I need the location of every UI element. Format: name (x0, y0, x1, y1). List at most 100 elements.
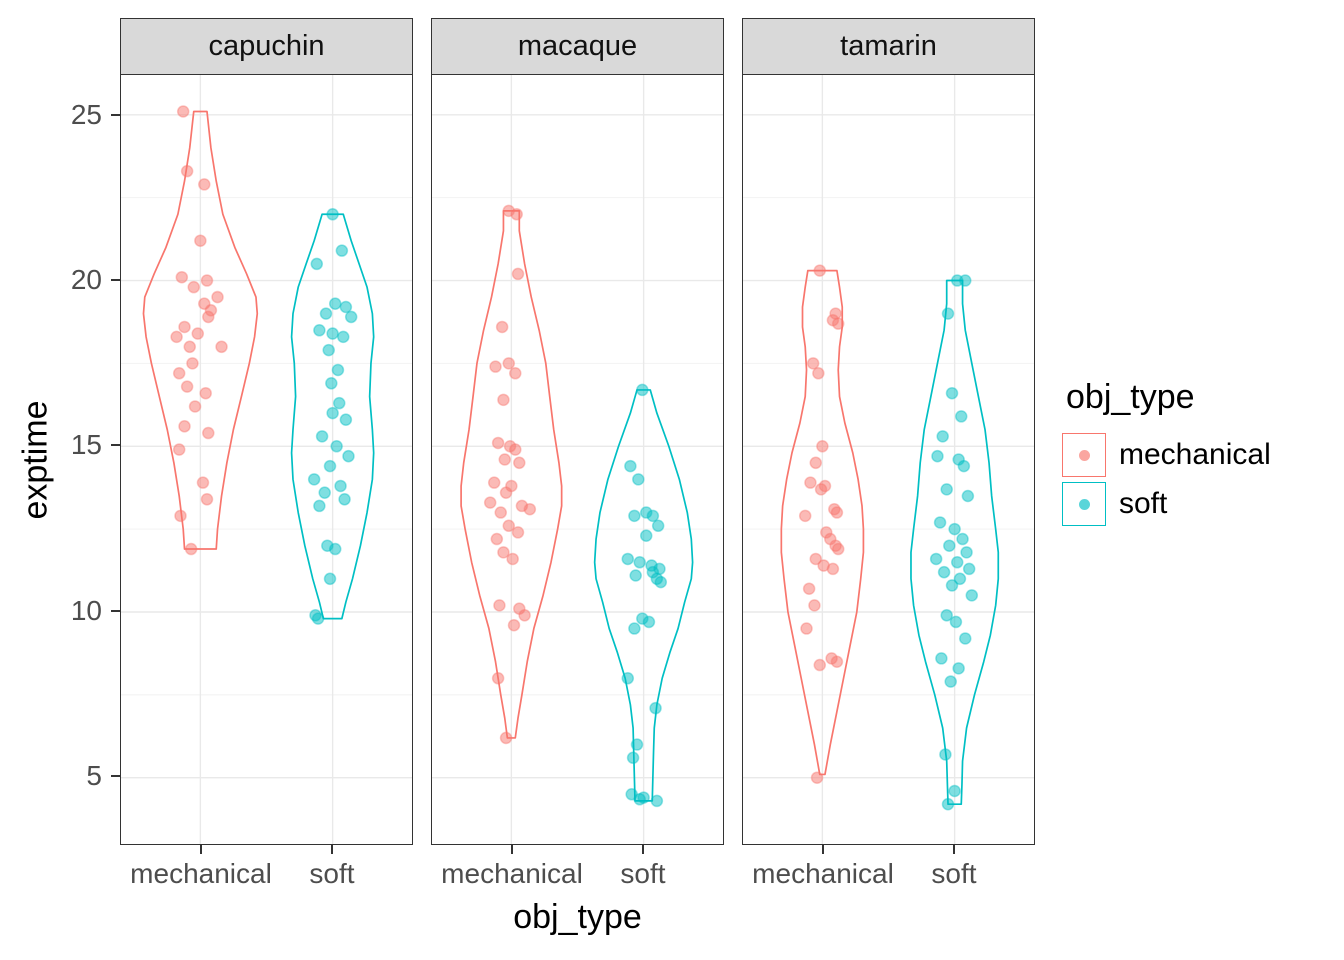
data-point-capuchin-soft (323, 459, 337, 473)
data-point-capuchin-soft (326, 327, 339, 340)
y-tick-label: 25 (70, 98, 102, 130)
data-point-capuchin-soft (339, 413, 353, 426)
data-point-capuchin-mechanical (199, 386, 212, 400)
data-point-capuchin-soft (328, 297, 342, 310)
legend-label-soft: soft (1119, 487, 1168, 520)
data-point-macaque-soft (621, 672, 635, 685)
legend-title: obj_type (1066, 378, 1195, 416)
data-point-macaque-mechanical (513, 456, 526, 470)
data-point-capuchin-mechanical (196, 476, 210, 489)
y-tick-mark (111, 279, 120, 281)
data-point-macaque-soft (632, 473, 645, 486)
legend-label-mechanical: mechanical (1119, 438, 1271, 471)
y-tick-mark (111, 774, 120, 777)
data-point-tamarin-soft (950, 556, 964, 569)
data-point-macaque-soft (626, 751, 640, 765)
data-point-capuchin-mechanical (183, 340, 197, 354)
data-point-tamarin-soft (931, 449, 944, 463)
data-point-macaque-mechanical (490, 532, 504, 546)
data-point-tamarin-soft (962, 562, 976, 576)
x-tick-label-mechanical: mechanical (441, 858, 583, 889)
data-point-tamarin-soft (948, 784, 961, 798)
facet-panel-tamarin (742, 75, 1035, 845)
x-tick-mark (331, 845, 333, 854)
facet-macaque: macaque mechanical soft (431, 18, 724, 889)
data-point-macaque-mechanical (494, 506, 508, 519)
data-point-macaque-mechanical (487, 476, 501, 489)
x-axis-title: obj_type (513, 898, 642, 936)
data-point-capuchin-soft (322, 343, 335, 357)
data-point-macaque-mechanical (507, 618, 521, 632)
data-point-capuchin-soft (332, 396, 346, 410)
data-point-tamarin-soft (949, 615, 963, 629)
data-point-capuchin-soft (330, 439, 343, 453)
data-point-capuchin-soft (338, 493, 351, 506)
x-tick-mark (822, 845, 824, 854)
data-point-tamarin-soft (956, 532, 969, 546)
data-point-capuchin-soft (311, 612, 325, 625)
data-point-tamarin-mechanical (826, 562, 840, 576)
y-tick-label: 10 (70, 594, 102, 626)
data-point-tamarin-soft (937, 565, 951, 579)
x-tick-label-soft: soft (620, 858, 666, 889)
legend-dot-mechanical (1078, 449, 1090, 461)
data-point-macaque-mechanical (511, 267, 525, 281)
x-tick-mark (953, 845, 955, 854)
facet-panel-macaque (431, 75, 724, 845)
data-point-macaque-soft (630, 738, 644, 751)
data-point-tamarin-soft (952, 662, 965, 675)
data-point-capuchin-mechanical (200, 493, 214, 506)
panel-canvas-capuchin (121, 75, 412, 844)
data-point-capuchin-soft (319, 307, 333, 320)
data-point-macaque-soft (654, 575, 668, 589)
data-point-macaque-mechanical (510, 207, 523, 221)
facet-strip-capuchin: capuchin (120, 18, 413, 75)
panel-canvas-tamarin (743, 75, 1034, 844)
data-point-capuchin-soft (326, 207, 339, 221)
data-point-capuchin-mechanical (180, 380, 194, 393)
data-point-capuchin-soft (313, 499, 326, 513)
data-point-tamarin-mechanical (813, 264, 827, 277)
data-point-macaque-soft (624, 459, 637, 473)
data-point-tamarin-mechanical (802, 582, 816, 596)
data-point-capuchin-soft (313, 323, 326, 337)
data-point-capuchin-mechanical (184, 542, 198, 556)
facet-panels: capuchin mechanical soft macaque (120, 18, 1035, 889)
data-point-tamarin-soft (958, 632, 972, 645)
y-tick-label: 15 (70, 429, 102, 461)
x-tick-label-soft: soft (309, 858, 355, 889)
x-tick-label-mechanical: mechanical (130, 858, 272, 889)
data-point-tamarin-mechanical (814, 483, 828, 496)
data-point-capuchin-mechanical (170, 330, 183, 344)
data-point-capuchin-mechanical (198, 178, 211, 191)
legend-key-mechanical (1062, 433, 1106, 477)
x-axis-ticks: mechanical soft (742, 845, 1035, 915)
data-point-tamarin-mechanical (810, 771, 824, 784)
legend: obj_type mechanical soft (1062, 378, 1271, 531)
data-point-capuchin-soft (342, 449, 355, 463)
data-point-capuchin-mechanical (187, 280, 201, 294)
data-point-capuchin-mechanical (180, 164, 194, 178)
data-point-capuchin-mechanical (202, 310, 215, 324)
data-point-tamarin-soft (960, 546, 973, 559)
data-point-tamarin-soft (943, 539, 956, 552)
data-point-tamarin-soft (940, 483, 953, 496)
panel-canvas-macaque (432, 75, 723, 844)
data-point-macaque-soft (628, 509, 641, 523)
data-point-tamarin-mechanical (813, 658, 827, 672)
x-tick-mark (511, 845, 513, 854)
data-point-tamarin-soft (941, 307, 955, 320)
x-tick-label-soft: soft (931, 858, 977, 889)
data-point-macaque-mechanical (489, 360, 502, 373)
y-tick-mark (111, 609, 120, 612)
x-tick-label-mechanical: mechanical (752, 858, 894, 889)
data-point-tamarin-soft (954, 410, 968, 423)
data-point-macaque-mechanical (497, 393, 510, 407)
data-point-capuchin-soft (315, 430, 329, 443)
data-point-capuchin-soft (310, 257, 324, 271)
data-point-tamarin-soft (935, 652, 948, 665)
data-point-tamarin-mechanical (830, 655, 844, 668)
data-point-capuchin-mechanical (178, 420, 191, 433)
data-point-tamarin-soft (936, 430, 949, 443)
data-point-capuchin-soft (336, 330, 350, 344)
